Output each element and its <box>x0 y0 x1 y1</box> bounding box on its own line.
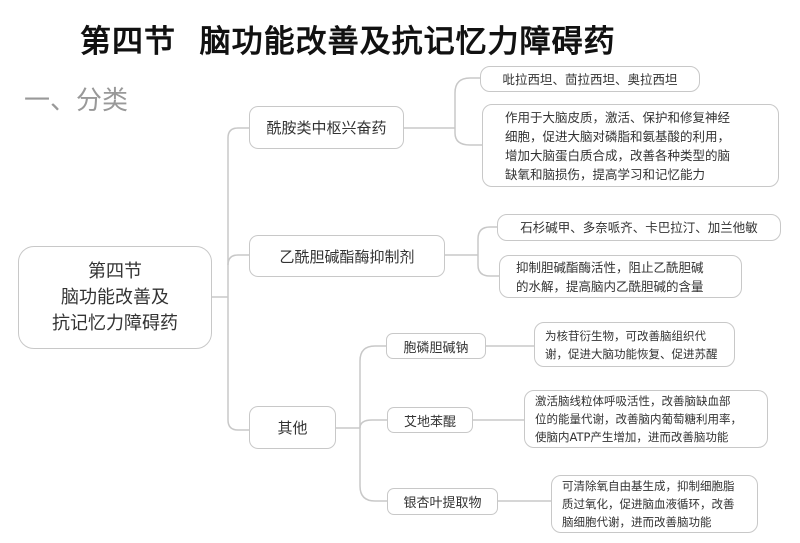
leaf-line: 作用于大脑皮质，激活、保护和修复神经 <box>505 109 731 125</box>
page-title: 第四节 脑功能改善及抗记忆力障碍药 <box>80 24 616 60</box>
detail-line: 脑细胞代谢，进而改善脑功能 <box>562 515 712 529</box>
leaf-line: 抑制胆碱酯酶活性，阻止乙酰胆碱 <box>516 259 704 275</box>
drug-node-citicoline[interactable]: 胞磷胆碱钠 <box>386 333 486 359</box>
detail-node-ginkgo-extract[interactable]: 可清除氧自由基生成，抑制细胞脂 质过氧化，促进脑血液循环，改善 脑细胞代谢，进而… <box>551 475 758 533</box>
leaf-line: 吡拉西坦、茴拉西坦、奥拉西坦 <box>502 71 678 87</box>
category-node-amide[interactable]: 酰胺类中枢兴奋药 <box>249 106 404 149</box>
drug-label: 胞磷胆碱钠 <box>403 340 469 356</box>
detail-node-citicoline[interactable]: 为核苷衍生物，可改善脑组织代 谢，促进大脑功能恢复、促进苏醒 <box>534 322 735 367</box>
leaf-node-ache-drugs[interactable]: 石杉碱甲、多奈哌齐、卡巴拉汀、加兰他敏 <box>497 214 781 241</box>
category-label: 乙酰胆碱酯酶抑制剂 <box>279 247 415 266</box>
leaf-line: 的水解，提高脑内乙酰胆碱的含量 <box>516 278 704 294</box>
detail-line: 使脑内ATP产生增加，进而改善脑功能 <box>535 430 729 444</box>
detail-line: 为核苷衍生物，可改善脑组织代 <box>545 328 706 343</box>
root-line: 脑功能改善及 <box>61 286 169 308</box>
drug-label: 艾地苯醌 <box>403 414 456 430</box>
connector-root-cat2 <box>227 254 249 266</box>
leaf-node-amide-mechanism[interactable]: 作用于大脑皮质，激活、保护和修复神经 细胞，促进大脑对磷脂和氨基酸的利用， 增加… <box>482 104 779 187</box>
drug-label: 银杏叶提取物 <box>403 496 482 511</box>
section-heading: 一、分类 <box>24 86 129 116</box>
connector-cat1-leaf1 <box>454 77 482 146</box>
category-label: 其他 <box>277 419 308 437</box>
connector-cat3-drug2 <box>359 419 387 429</box>
connector-cat3-drug1 <box>359 345 387 502</box>
leaf-node-amide-drugs[interactable]: 吡拉西坦、茴拉西坦、奥拉西坦 <box>480 66 700 92</box>
detail-line: 质过氧化，促进脑血液循环，改善 <box>562 497 735 511</box>
root-line: 抗记忆力障碍药 <box>52 312 178 334</box>
leaf-line: 增加大脑蛋白质合成，改善各种类型的脑 <box>505 147 731 163</box>
category-node-other[interactable]: 其他 <box>249 406 336 449</box>
category-node-ache-inhibitor[interactable]: 乙酰胆碱酯酶抑制剂 <box>249 235 445 277</box>
leaf-node-ache-mechanism[interactable]: 抑制胆碱酯酶活性，阻止乙酰胆碱 的水解，提高脑内乙酰胆碱的含量 <box>499 255 742 298</box>
category-label: 酰胺类中枢兴奋药 <box>266 119 387 137</box>
detail-line: 谢，促进大脑功能恢复、促进苏醒 <box>545 346 718 361</box>
connector-root-cat1 <box>227 127 249 431</box>
root-node[interactable]: 第四节 脑功能改善及 抗记忆力障碍药 <box>18 246 212 349</box>
leaf-line: 石杉碱甲、多奈哌齐、卡巴拉汀、加兰他敏 <box>520 220 758 235</box>
detail-line: 可清除氧自由基生成，抑制细胞脂 <box>562 479 735 493</box>
drug-node-idebenone[interactable]: 艾地苯醌 <box>387 407 473 433</box>
detail-line: 激活脑线粒体呼吸活性，改善脑缺血部 <box>535 394 731 408</box>
root-line: 第四节 <box>88 260 142 282</box>
connector-cat2-leaf1 <box>477 226 499 277</box>
detail-node-idebenone[interactable]: 激活脑线粒体呼吸活性，改善脑缺血部 位的能量代谢，改善脑内葡萄糖利用率， 使脑内… <box>524 390 768 448</box>
leaf-line: 缺氧和脑损伤，提高学习和记忆能力 <box>505 166 706 182</box>
drug-node-ginkgo-extract[interactable]: 银杏叶提取物 <box>387 488 498 515</box>
detail-line: 位的能量代谢，改善脑内葡萄糖利用率， <box>535 412 742 426</box>
leaf-line: 细胞，促进大脑对磷脂和氨基酸的利用， <box>505 128 731 144</box>
